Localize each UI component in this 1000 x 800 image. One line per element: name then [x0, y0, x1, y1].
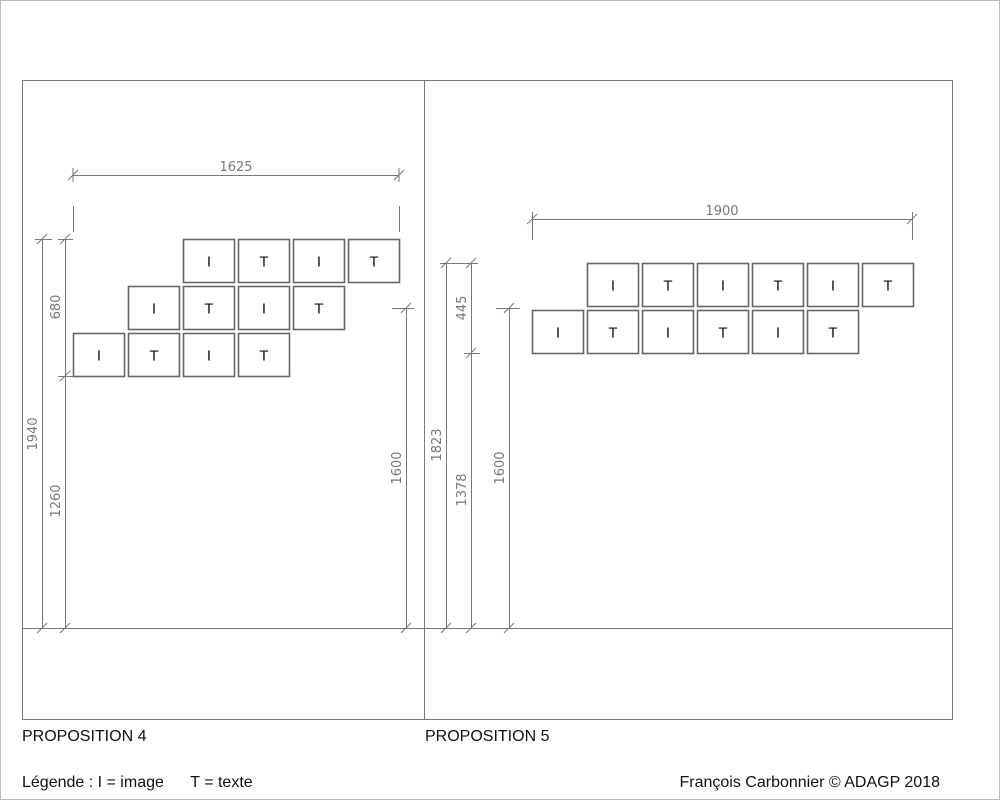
cell-image: I: [292, 238, 346, 284]
p4-center-height-dimension: 1600: [390, 451, 405, 484]
cell-text: T: [182, 285, 236, 331]
cell-letter: I: [317, 254, 321, 271]
cell-text: T: [641, 262, 695, 308]
cell-image: I: [696, 262, 750, 308]
p4-total-height-dimension: 1940: [26, 417, 41, 450]
proposition-4-cells: I T I T I T I T I T I T: [72, 238, 401, 378]
cell-frame: [751, 309, 805, 355]
cell-text: T: [586, 309, 640, 355]
cell-letter: I: [776, 325, 780, 342]
p5-block-height-dimension: 445: [455, 296, 470, 321]
credit: François Carbonnier © ADAGP 2018: [679, 774, 940, 791]
cell-letter: I: [97, 348, 101, 365]
cell-letter: I: [721, 278, 725, 295]
cell-image: I: [806, 262, 860, 308]
cell-letter: I: [207, 348, 211, 365]
cell-letter: T: [663, 278, 672, 295]
cell-image: I: [72, 332, 126, 378]
cell-frame: [586, 309, 640, 355]
p5-base-height-dimension: 1378: [455, 473, 470, 506]
cell-image: I: [127, 285, 181, 331]
cell-frame: [182, 238, 236, 284]
cell-letter: T: [204, 301, 213, 318]
cell-letter: T: [259, 348, 268, 365]
cell-letter: I: [152, 301, 156, 318]
cell-image: I: [751, 309, 805, 355]
cell-letter: T: [608, 325, 617, 342]
cell-frame: [586, 262, 640, 308]
p5-total-height-dimension: 1823: [430, 428, 445, 461]
cell-frame: [127, 285, 181, 331]
p5-center-height-dimension: 1600: [493, 451, 508, 484]
wall-frames: [22, 80, 953, 720]
cell-text: T: [696, 309, 750, 355]
cell-image: I: [237, 285, 291, 331]
wall-frame-left: [22, 80, 425, 720]
cell-frame: [696, 309, 750, 355]
legend: Légende : I = image T = texte: [22, 774, 253, 791]
cell-letter: T: [149, 348, 158, 365]
cell-frame: [531, 309, 585, 355]
cell-letter: I: [207, 254, 211, 271]
cell-text: T: [347, 238, 401, 284]
cell-text: T: [751, 262, 805, 308]
cell-frame: [751, 262, 805, 308]
cell-frame: [641, 262, 695, 308]
proposition-5-label: PROPOSITION 5: [425, 728, 550, 745]
wall-frame-right: [424, 80, 953, 720]
cell-text: T: [806, 309, 860, 355]
cell-text: T: [127, 332, 181, 378]
p4-block-height-dimension: 680: [49, 295, 64, 320]
cell-frame: [806, 262, 860, 308]
cell-letter: T: [314, 301, 323, 318]
cell-letter: T: [369, 254, 378, 271]
cell-frame: [641, 309, 695, 355]
cell-image: I: [586, 262, 640, 308]
cell-frame: [237, 332, 291, 378]
cell-frame: [72, 332, 126, 378]
proposition-5-cells: I T I T I T I T I T I T: [531, 262, 915, 355]
cell-text: T: [237, 332, 291, 378]
cell-letter: T: [883, 278, 892, 295]
cell-letter: T: [718, 325, 727, 342]
cell-frame: [292, 285, 346, 331]
cell-frame: [347, 238, 401, 284]
cell-frame: [292, 238, 346, 284]
cell-letter: I: [666, 325, 670, 342]
p4-base-height-dimension: 1260: [49, 484, 64, 517]
cell-frame: [237, 238, 291, 284]
cell-letter: I: [262, 301, 266, 318]
cell-frame: [182, 285, 236, 331]
cell-letter: T: [259, 254, 268, 271]
cell-letter: T: [828, 325, 837, 342]
cell-frame: [182, 332, 236, 378]
cell-image: I: [531, 309, 585, 355]
cell-image: I: [182, 332, 236, 378]
cell-text: T: [292, 285, 346, 331]
cell-text: T: [237, 238, 291, 284]
cell-frame: [127, 332, 181, 378]
p4-width-dimension: 1625: [219, 160, 252, 175]
proposition-4-label: PROPOSITION 4: [22, 728, 147, 745]
cell-frame: [696, 262, 750, 308]
p5-width-dimension: 1900: [705, 204, 738, 219]
cell-letter: I: [611, 278, 615, 295]
dimension-lines: [35, 168, 918, 634]
cell-letter: I: [556, 325, 560, 342]
cell-image: I: [641, 309, 695, 355]
cell-letter: I: [831, 278, 835, 295]
cell-frame: [861, 262, 915, 308]
cell-image: I: [182, 238, 236, 284]
cell-frame: [806, 309, 860, 355]
cell-text: T: [861, 262, 915, 308]
cell-frame: [237, 285, 291, 331]
cell-letter: T: [773, 278, 782, 295]
